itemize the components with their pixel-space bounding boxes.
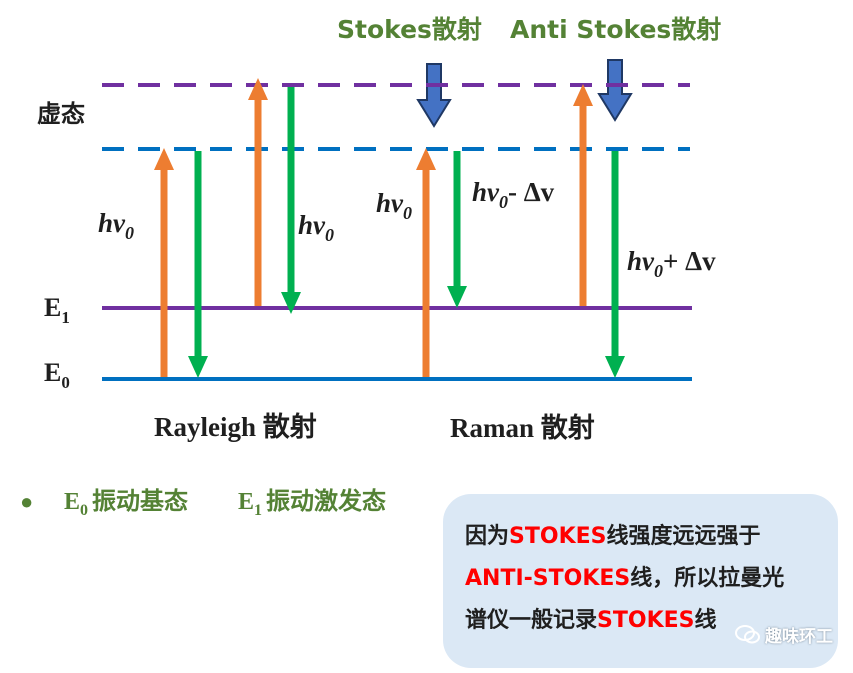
hv0-label-rayleigh-2: hv0 <box>298 210 334 245</box>
rayleigh-excite-arrow-2 <box>248 78 268 306</box>
wechat-icon <box>735 624 760 643</box>
virtual-state-label: 虚态 <box>37 100 85 128</box>
info-line-1: 因为STOKES线强度远远强于 <box>465 524 761 549</box>
legend-bullet: ● <box>20 489 33 514</box>
rayleigh-excite-arrow-1 <box>154 148 174 377</box>
hv0-plus-dv-label: hv0+ Δv <box>627 246 716 281</box>
watermark-text: 趣味环工 <box>765 627 833 647</box>
raman-antistokes-emit-arrow <box>605 151 625 378</box>
e0-label: E0 <box>44 358 70 392</box>
info-line-3: 谱仪一般记录STOKES线 <box>465 608 717 633</box>
raman-stokes-emit-arrow <box>447 151 467 308</box>
raman-stokes-excite-arrow <box>416 148 436 377</box>
e1-label: E1 <box>44 293 70 327</box>
stokes-block-arrow <box>416 63 452 128</box>
raman-antistokes-excite-arrow <box>573 84 593 306</box>
rayleigh-label: Rayleigh 散射 <box>154 412 317 442</box>
anti-stokes-header: Anti Stokes散射 <box>510 15 721 44</box>
hv0-minus-dv-label: hv0- Δv <box>472 177 555 212</box>
hv0-label-rayleigh-1: hv0 <box>98 208 134 243</box>
rayleigh-emit-arrow-1 <box>188 151 208 378</box>
hv0-label-raman-1: hv0 <box>376 188 412 223</box>
raman-label: Raman 散射 <box>450 413 595 443</box>
stokes-header: Stokes散射 <box>337 15 482 44</box>
anti-stokes-block-arrow <box>597 59 633 122</box>
rayleigh-emit-arrow-2 <box>281 87 301 314</box>
info-callout-box: 因为STOKES线强度远远强于 ANTI-STOKES线，所以拉曼光 谱仪一般记… <box>443 494 838 668</box>
watermark: 趣味环工 <box>735 622 833 647</box>
info-line-2: ANTI-STOKES线，所以拉曼光 <box>465 566 785 591</box>
